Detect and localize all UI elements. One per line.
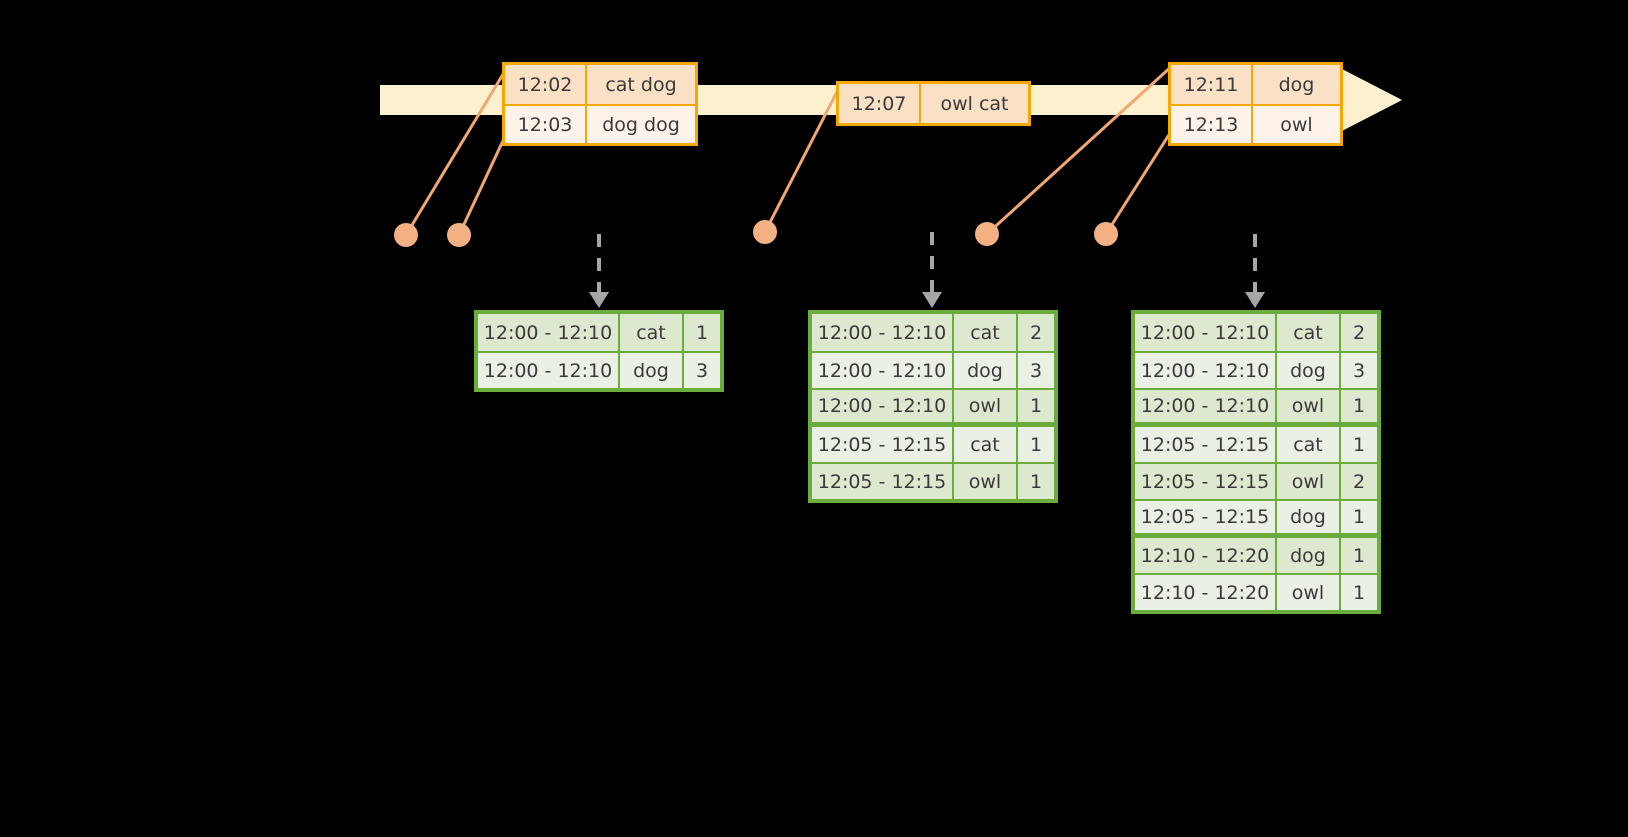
cell-count: 1 xyxy=(1352,544,1366,567)
event-time: 12:03 xyxy=(505,106,587,143)
cell-window: 12:05 - 12:15 xyxy=(1135,501,1277,533)
cell-window: 12:05 - 12:15 xyxy=(1135,464,1277,499)
event-row: 12:02 cat dog xyxy=(505,65,695,104)
cell-window: 12:00 - 12:10 xyxy=(1135,314,1277,351)
event-time: 12:07 xyxy=(839,84,921,123)
cell-word: owl xyxy=(954,464,1018,499)
event-row: 12:13 owl xyxy=(1171,104,1340,143)
event-box-1[interactable]: 12:02 cat dog 12:03 dog dog xyxy=(502,62,698,146)
event-words: dog xyxy=(1278,73,1315,96)
connector-5 xyxy=(1104,129,1174,235)
stream-dot-5[interactable] xyxy=(1094,222,1118,246)
cell-word: owl xyxy=(954,390,1018,422)
emit-arrows xyxy=(589,232,1265,308)
cell-count: 3 xyxy=(1029,359,1043,382)
event-box-2[interactable]: 12:07 owl cat xyxy=(836,81,1031,126)
cell-window: 12:05 - 12:15 xyxy=(1135,427,1277,462)
stream-dots xyxy=(394,220,1118,247)
emit-arrow-1-head-icon xyxy=(589,292,609,308)
event-box-3[interactable]: 12:11 dog 12:13 owl xyxy=(1168,62,1343,146)
cell-word: dog xyxy=(1277,501,1341,533)
cell-window: 12:05 - 12:15 xyxy=(812,427,954,462)
cell-count: 1 xyxy=(1352,433,1366,456)
cell-window: 12:00 - 12:10 xyxy=(812,390,954,422)
emit-arrow-3-head-icon xyxy=(1245,292,1265,308)
cell-count: 1 xyxy=(1352,506,1366,528)
stream-dot-2[interactable] xyxy=(447,223,471,247)
event-words: dog dog xyxy=(602,113,680,136)
event-row: 12:11 dog xyxy=(1171,65,1340,104)
cell-word: cat xyxy=(1277,314,1341,351)
event-time: 12:02 xyxy=(505,65,587,104)
cell-window: 12:10 - 12:20 xyxy=(1135,575,1277,610)
event-time: 12:13 xyxy=(1171,106,1253,143)
cell-word: owl xyxy=(1277,575,1341,610)
cell-window: 12:05 - 12:15 xyxy=(812,464,954,499)
cell-word: dog xyxy=(1277,538,1341,573)
cell-count: 2 xyxy=(1352,321,1366,344)
cell-count: 2 xyxy=(1352,470,1366,493)
cell-count: 1 xyxy=(1352,395,1366,417)
cell-count: 3 xyxy=(695,359,709,382)
cell-count: 1 xyxy=(1352,581,1366,604)
cell-count: 1 xyxy=(1029,433,1043,456)
cell-word: owl xyxy=(1277,464,1341,499)
cell-word: dog xyxy=(620,353,684,388)
cell-window: 12:00 - 12:10 xyxy=(478,314,620,351)
cell-count: 2 xyxy=(1029,321,1043,344)
connector-2 xyxy=(457,129,510,236)
cell-word: cat xyxy=(620,314,684,351)
cell-window: 12:00 - 12:10 xyxy=(1135,390,1277,422)
event-time: 12:11 xyxy=(1171,65,1253,104)
event-words: owl xyxy=(1280,113,1313,136)
cell-word: cat xyxy=(954,314,1018,351)
cell-count: 1 xyxy=(1029,395,1043,417)
cell-word: dog xyxy=(954,353,1018,388)
cell-count: 3 xyxy=(1352,359,1366,382)
cell-count: 1 xyxy=(695,321,709,344)
event-row: 12:03 dog dog xyxy=(505,104,695,143)
cell-word: cat xyxy=(1277,427,1341,462)
event-words: owl cat xyxy=(940,92,1009,115)
cell-window: 12:00 - 12:10 xyxy=(812,314,954,351)
stream-dot-1[interactable] xyxy=(394,223,418,247)
cell-word: dog xyxy=(1277,353,1341,388)
stream-dot-3[interactable] xyxy=(753,220,777,244)
cell-window: 12:00 - 12:10 xyxy=(812,353,954,388)
cell-word: cat xyxy=(954,427,1018,462)
emit-arrow-2-head-icon xyxy=(922,292,942,308)
event-row: 12:07 owl cat xyxy=(839,84,1028,123)
event-words: cat dog xyxy=(605,73,677,96)
timeline-arrowhead-icon xyxy=(1340,68,1402,132)
cell-window: 12:10 - 12:20 xyxy=(1135,538,1277,573)
stream-dot-4[interactable] xyxy=(975,222,999,246)
cell-count: 1 xyxy=(1029,470,1043,493)
cell-window: 12:00 - 12:10 xyxy=(478,353,620,388)
cell-window: 12:00 - 12:10 xyxy=(1135,353,1277,388)
cell-word: owl xyxy=(1277,390,1341,422)
